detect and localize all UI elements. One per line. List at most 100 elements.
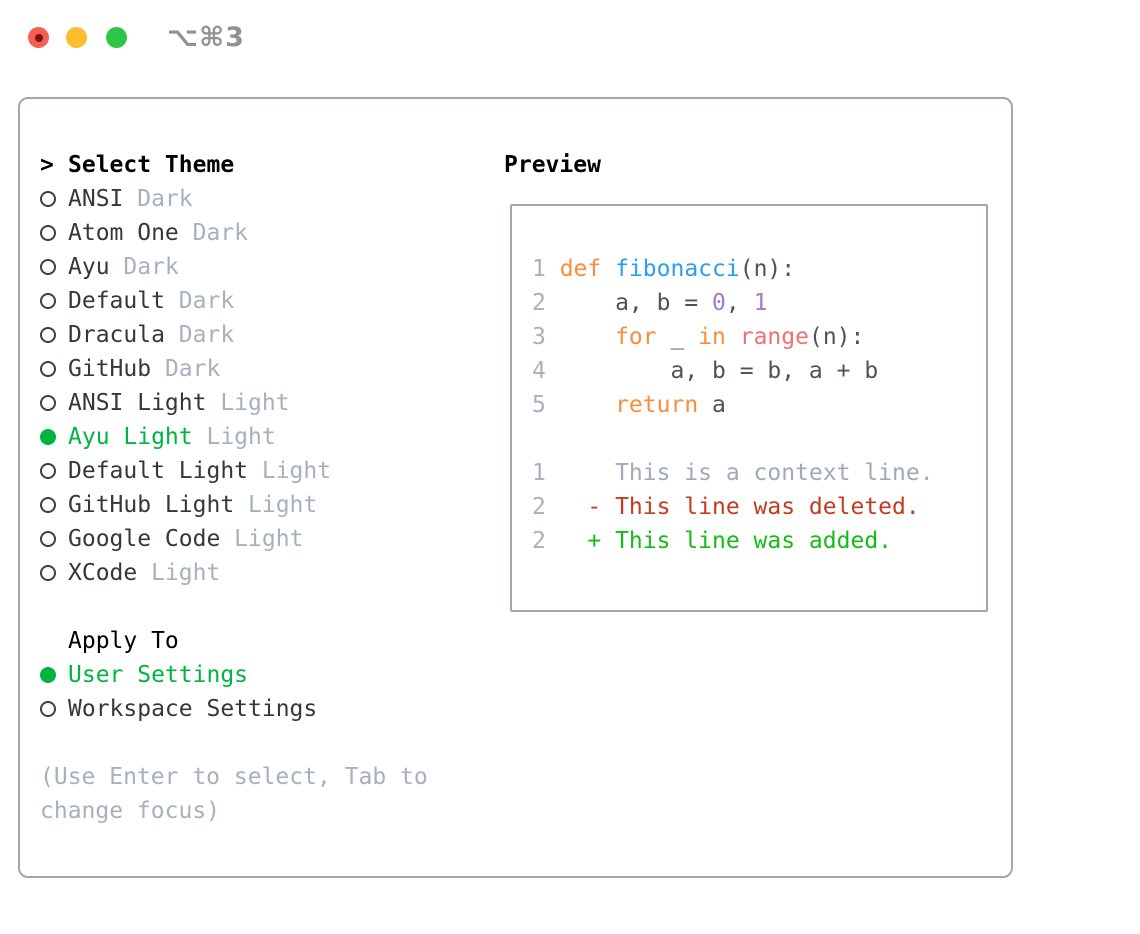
code-line [532,422,934,456]
theme-name: GitHub [68,356,152,382]
select-theme-title: Select Theme [68,152,235,178]
code-line: 1 This is a context line. [532,456,934,490]
unsaved-changes-dot [34,33,43,42]
radio-icon [40,463,68,479]
code-token: a, b = b, a + b [559,358,879,384]
code-token: fibonacci [615,256,740,282]
theme-variant: Light [206,424,276,450]
theme-name: Default Light [68,458,249,484]
radio-icon [40,395,68,411]
selection-cursor-icon: > [40,152,54,178]
apply-to-label: Workspace Settings [68,696,318,722]
titlebar: ⌥⌘3 [0,0,1140,70]
code-line: 2 + This line was added. [532,524,934,558]
theme-name: Ayu [68,254,110,280]
line-number: 1 [532,256,546,282]
code-token: , [725,290,754,316]
theme-item[interactable]: Ayu Dark [40,250,490,284]
theme-name: XCode [68,560,138,586]
hint-line-1: (Use Enter to select, Tab to [40,764,428,790]
theme-item[interactable]: ANSI Dark [40,182,490,216]
theme-name: Ayu Light [68,424,193,450]
code-token: - This line was deleted. [559,494,920,520]
line-number: 2 [532,528,546,554]
close-button[interactable] [28,27,49,48]
code-token [726,324,740,350]
line-number: 3 [532,324,546,350]
code-token [560,392,615,418]
code-token: range [739,324,809,350]
code-token: 0 [712,290,726,316]
radio-icon [40,191,68,207]
theme-variant: Light [234,526,304,552]
theme-variant: Dark [178,322,235,348]
theme-name: GitHub Light [68,492,235,518]
apply-to-option[interactable]: Workspace Settings [40,692,490,726]
apply-to-title: Apply To [68,628,179,654]
line-number: 2 [532,290,546,316]
code-token: def [559,256,602,282]
theme-name: Atom One [68,220,179,246]
theme-variant: Dark [137,186,193,212]
theme-variant: Light [220,390,290,416]
apply-to-option[interactable]: User Settings [40,658,490,692]
theme-variant: Dark [178,288,235,314]
code-token [560,324,615,350]
code-token: This is a context line. [559,460,934,486]
window-title: ⌥⌘3 [167,22,245,53]
radio-icon [40,497,68,513]
theme-name: ANSI [68,186,124,212]
gap [40,726,490,760]
code-line: 2 a, b = 0, 1 [532,286,934,320]
radio-icon [40,531,68,547]
line-number: 5 [532,392,546,418]
code-token: return [615,392,699,418]
code-token: a [698,392,726,418]
hint-line-2: change focus) [40,798,221,824]
theme-item[interactable]: Default Light Light [40,454,490,488]
code-token: (n): [808,324,865,350]
theme-item[interactable]: Ayu Light Light [40,420,490,454]
minimize-button[interactable] [66,27,87,48]
radio-icon [40,259,68,275]
code-token: 1 [753,290,768,316]
radio-icon [40,225,68,241]
radio-icon [40,667,68,683]
theme-variant: Dark [192,220,249,246]
radio-icon [40,701,68,717]
theme-variant: Dark [164,356,221,382]
line-number: 1 [532,460,546,486]
theme-item[interactable]: GitHub Dark [40,352,490,386]
theme-name: Default [68,288,165,314]
code-line: 2 - This line was deleted. [532,490,934,524]
code-token: _ [656,324,699,350]
code-line: 4 a, b = b, a + b [532,354,934,388]
radio-icon [40,327,68,343]
apply-to-header: Apply To [40,624,490,658]
code-line: 5 return a [532,388,934,422]
gap [40,590,490,624]
theme-variant: Light [151,560,221,586]
theme-item[interactable]: XCode Light [40,556,490,590]
radio-icon [40,429,68,445]
preview-title: Preview [504,152,601,178]
theme-variant: Dark [123,254,179,280]
code-token [601,256,615,282]
zoom-button[interactable] [106,27,127,48]
theme-variant: Light [261,458,332,484]
radio-icon [40,361,68,377]
apply-to-list: User Settings Workspace Settings [40,658,490,726]
theme-item[interactable]: Atom One Dark [40,216,490,250]
radio-icon [40,293,68,309]
theme-item[interactable]: Default Dark [40,284,490,318]
